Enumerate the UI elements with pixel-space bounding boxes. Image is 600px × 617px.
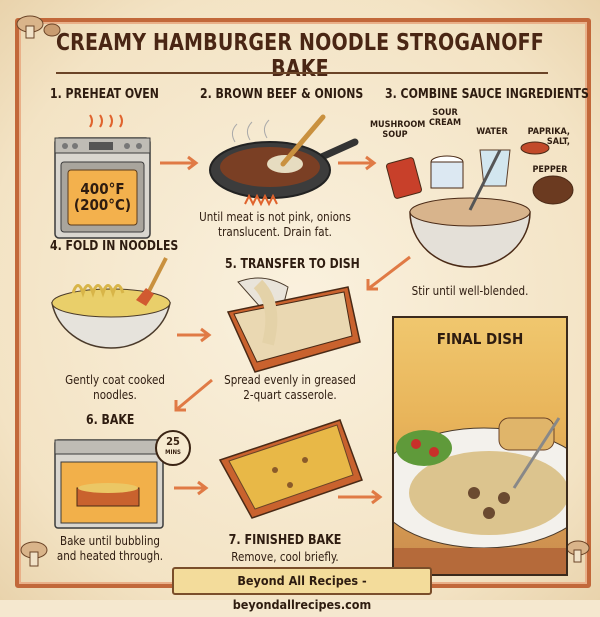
arrow-icon (174, 480, 209, 496)
oven-icon (54, 114, 151, 239)
casserole-dish-pouring-icon (226, 277, 361, 373)
mushroom-icon (16, 15, 61, 39)
ingredient-label-line: MUSHROOM (370, 120, 426, 130)
frying-pan-icon (209, 114, 359, 207)
step-5-caption-line-1: Spread evenly in greased (224, 372, 356, 387)
mixing-bowl-sauce-icon (385, 141, 574, 268)
finished-casserole-icon (218, 419, 363, 519)
oven-temperature-display: 400°F (200°C) (68, 181, 137, 213)
oven-baking-icon (54, 439, 164, 529)
step-4-label: 4. FOLD IN NOODLES (50, 238, 179, 254)
step-4-caption-line-1: Gently coat cooked (65, 372, 165, 387)
ingredient-label-line: SOUR (432, 108, 458, 118)
ingredient-label-line: WATER (476, 127, 508, 137)
step-3-label: 3. COMBINE SAUCE INGREDIENTS (385, 86, 589, 102)
step-6-label: 6. BAKE (86, 412, 135, 428)
timer-value: 25 (166, 435, 180, 448)
title-divider (56, 72, 548, 74)
arrow-icon (338, 155, 377, 171)
arrow-icon (177, 327, 212, 343)
temperature-celsius: (200°C) (73, 196, 132, 214)
temperature-fahrenheit: 400°F (80, 180, 125, 198)
ingredient-label-line: SALT, (546, 137, 570, 147)
ingredient-label-line: CREAM (428, 118, 462, 128)
step-2-caption-line-1: Until meat is not pink, onions (199, 209, 351, 224)
step-4-caption: Gently coat cooked noodles. (51, 372, 180, 402)
bowl-of-noodles-icon (51, 257, 171, 349)
step-7-caption: Remove, cool briefly. (231, 549, 339, 564)
ingredient-pepper-label: PEPPER (532, 165, 568, 175)
step-2-caption: Until meat is not pink, onions transluce… (178, 209, 371, 239)
final-dish-label: FINAL DISH (436, 330, 524, 348)
step-6-caption-line-2: and heated through. (56, 548, 164, 563)
step-4-caption-line-2: noodles. (93, 387, 137, 402)
step-7-label: 7. FINISHED BAKE (228, 532, 342, 548)
step-1-label: 1. PREHEAT OVEN (50, 86, 159, 102)
arrow-icon (338, 489, 383, 505)
final-dish-panel: FINAL DISH (392, 316, 568, 576)
step-6-caption: Bake until bubbling and heated through. (46, 533, 175, 563)
step-5-label: 5. TRANSFER TO DISH (225, 256, 360, 272)
arrow-icon (366, 255, 411, 291)
mushroom-icon (20, 541, 48, 567)
footer-banner: Beyond All Recipes - beyondallrecipes.co… (172, 567, 432, 612)
ingredient-water-label: WATER (470, 127, 514, 137)
page-title: CREAMY HAMBURGER NOODLE STROGANOFF BAKE (55, 30, 545, 82)
step-2-label: 2. BROWN BEEF & ONIONS (200, 86, 364, 102)
ingredient-label-line: PAPRIKA, (527, 127, 570, 137)
plated-stroganoff-illustration (394, 417, 566, 574)
step-3-caption: Stir until well-blended. (411, 283, 529, 298)
arrow-icon (174, 378, 213, 412)
step-6-caption-line-1: Bake until bubbling (59, 533, 161, 548)
step-5-caption-line-2: 2-quart casserole. (243, 387, 337, 402)
arrow-icon (160, 155, 199, 171)
timer-icon: 25 MINS (155, 430, 191, 466)
timer-unit: MINS (165, 449, 181, 456)
step-5-caption: Spread evenly in greased 2-quart cassero… (216, 372, 363, 402)
ingredient-spices-label: PAPRIKA,SALT, (520, 127, 570, 147)
ingredient-label-line: SOUP (382, 130, 408, 140)
step-2-caption-line-2: translucent. Drain fat. (218, 224, 332, 239)
